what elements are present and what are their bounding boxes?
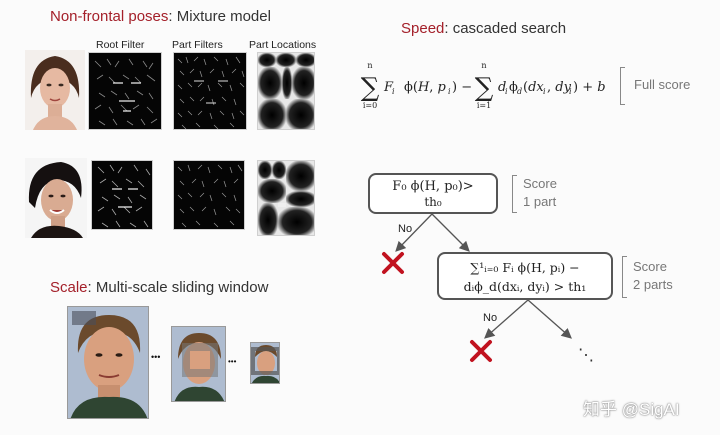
score2-bracket bbox=[622, 256, 627, 298]
speed-heading: Speed: cascaded search bbox=[401, 20, 566, 37]
cascade-node-1: F₀ ϕ(H, p₀)> th₀ bbox=[368, 173, 498, 214]
svg-text:F: F bbox=[383, 80, 394, 95]
reject-cross-icon-2 bbox=[470, 340, 492, 362]
scale-heading-rest: : Multi-scale sliding window bbox=[87, 279, 269, 296]
svg-text:∑: ∑ bbox=[475, 73, 494, 103]
cascade-node-2: ∑¹ᵢ₌₀ Fᵢ ϕ(H, pᵢ) − dᵢϕ_d(dxᵢ, dyᵢ) > th… bbox=[437, 252, 613, 300]
face-scale-large bbox=[67, 306, 149, 419]
mixture-model-heading: Non-frontal poses: Mixture model bbox=[50, 8, 271, 25]
part-locations-image-2 bbox=[257, 160, 315, 236]
score2-line2: 2 parts bbox=[633, 277, 673, 292]
ellipsis-1: ••• bbox=[151, 352, 161, 362]
frontal-face-image bbox=[25, 50, 85, 130]
part-locations-label: Part Locations bbox=[249, 39, 317, 51]
scale-heading-accent: Scale bbox=[50, 279, 88, 296]
svg-text:(dx: (dx bbox=[523, 80, 544, 95]
svg-text:i=0: i=0 bbox=[363, 101, 377, 110]
scale-heading: Scale: Multi-scale sliding window bbox=[50, 279, 268, 296]
heading-accent: Non-frontal poses bbox=[50, 8, 169, 25]
no-label-2: No bbox=[483, 312, 498, 324]
score1-bracket bbox=[512, 175, 517, 213]
svg-text:i: i bbox=[505, 87, 508, 96]
score2-label: Score 2 parts bbox=[633, 258, 673, 294]
speed-heading-rest: : cascaded search bbox=[444, 20, 567, 37]
node1-condition: F₀ ϕ(H, p₀)> bbox=[392, 179, 474, 194]
full-score-bracket bbox=[620, 67, 625, 105]
no-label-1: No bbox=[398, 223, 413, 235]
svg-text:, dy: , dy bbox=[547, 80, 572, 95]
score1-line1: Score bbox=[523, 176, 557, 191]
score1-line2: 1 part bbox=[523, 194, 557, 209]
svg-text:d: d bbox=[517, 87, 522, 96]
part-filters-image-1 bbox=[173, 52, 247, 130]
score1-label: Score 1 part bbox=[523, 175, 557, 211]
score2-line1: Score bbox=[633, 259, 667, 274]
full-score-label: Full score bbox=[634, 77, 691, 92]
svg-text:ϕ: ϕ bbox=[509, 80, 518, 95]
node1-threshold: th₀ bbox=[424, 195, 442, 209]
continuation-dots: ⋱ bbox=[578, 345, 594, 364]
reject-cross-icon-1 bbox=[382, 252, 404, 274]
svg-text:ϕ(H, p: ϕ(H, p bbox=[404, 80, 447, 95]
part-locations-image-1 bbox=[257, 52, 315, 130]
svg-text:i: i bbox=[448, 87, 451, 96]
non-frontal-face-image bbox=[25, 158, 87, 238]
svg-text:d: d bbox=[498, 80, 506, 95]
svg-text:i: i bbox=[543, 87, 546, 96]
root-filter-image-2 bbox=[91, 160, 153, 230]
watermark: 知乎 @SigAI bbox=[583, 400, 680, 419]
part-filters-image-2 bbox=[173, 160, 245, 230]
part-filters-label: Part Filters bbox=[172, 39, 223, 51]
node2-condition: ∑¹ᵢ₌₀ Fᵢ ϕ(H, pᵢ) − bbox=[470, 260, 580, 275]
svg-text:i: i bbox=[392, 87, 395, 96]
root-filter-label: Root Filter bbox=[96, 39, 145, 51]
face-scale-small bbox=[250, 342, 280, 384]
full-score-formula: n ∑ i=0 F i ϕ(H, p i ) − n ∑ i=1 d i ϕ d… bbox=[361, 61, 606, 110]
face-scale-medium bbox=[171, 326, 226, 402]
svg-text:i: i bbox=[569, 87, 572, 96]
ellipsis-2: ••• bbox=[228, 357, 237, 366]
svg-text:) −: ) − bbox=[452, 80, 472, 95]
speed-heading-accent: Speed bbox=[401, 20, 445, 37]
svg-text:∑: ∑ bbox=[361, 73, 380, 103]
svg-text:n: n bbox=[367, 61, 372, 70]
node2-threshold: dᵢϕ_d(dxᵢ, dyᵢ) > th₁ bbox=[463, 279, 587, 294]
root-filter-image-1 bbox=[88, 52, 162, 130]
svg-text:i=1: i=1 bbox=[477, 101, 491, 110]
svg-text:n: n bbox=[481, 61, 486, 70]
svg-text:) + b: ) + b bbox=[573, 80, 606, 95]
heading-rest: : Mixture model bbox=[168, 8, 271, 25]
